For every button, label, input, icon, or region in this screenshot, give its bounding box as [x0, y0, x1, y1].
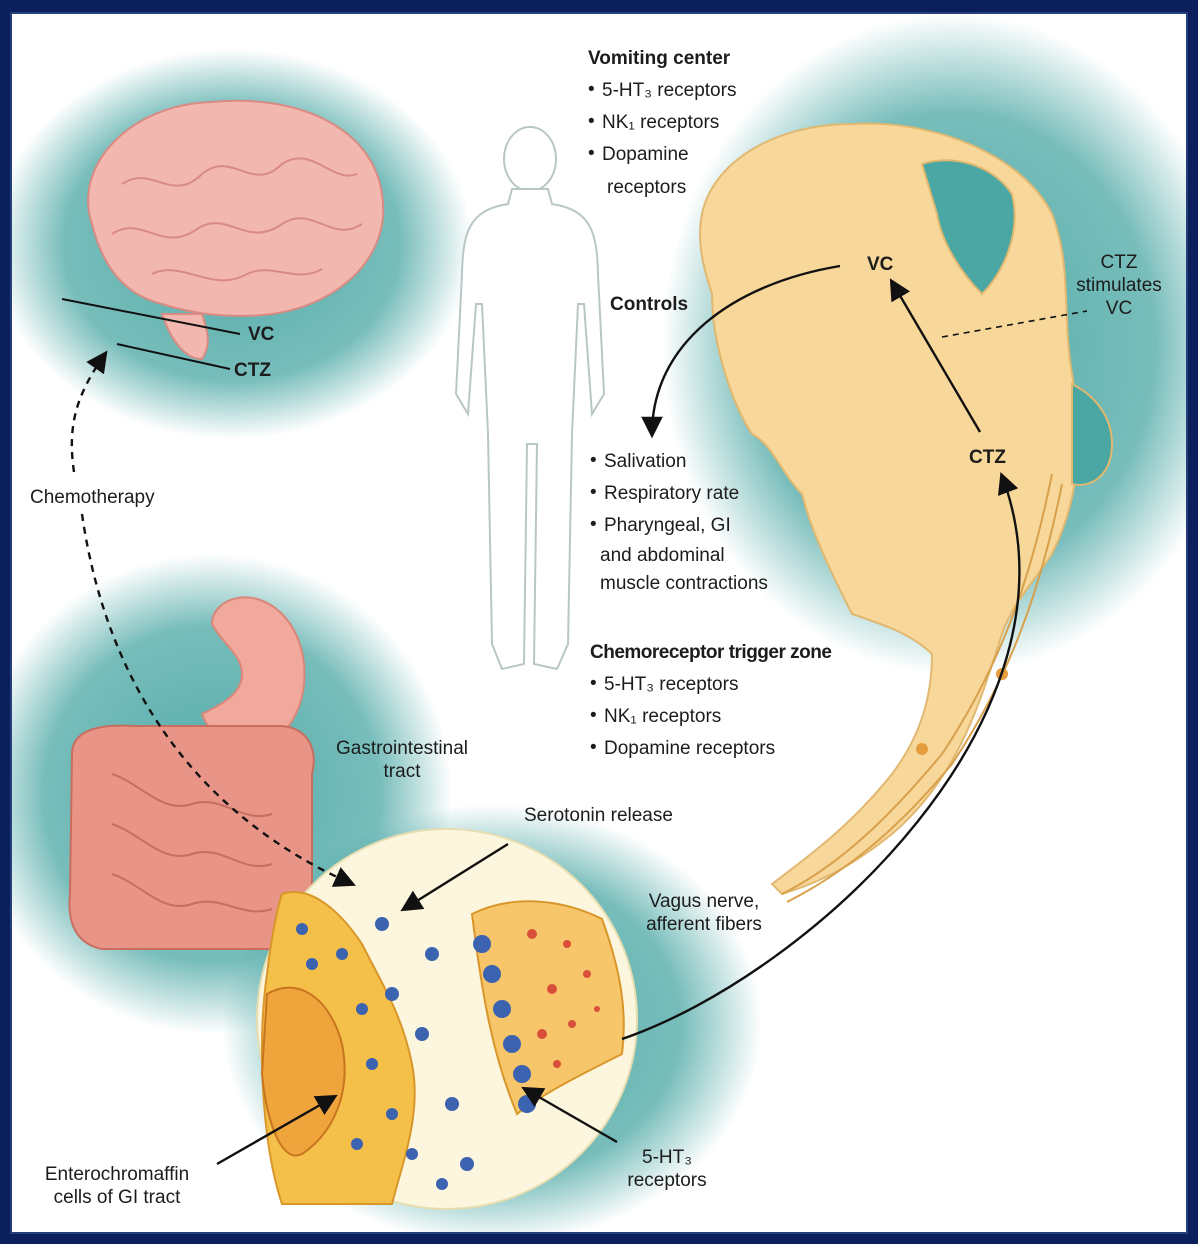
enterochromaffin-line: cells of GI tract — [22, 1187, 212, 1210]
serotonin-release-label: Serotonin release — [524, 805, 673, 828]
enterochromaffin-label: Enterochromaffin cells of GI tract — [22, 1164, 212, 1210]
gi-tract-label: Gastrointestinal tract — [322, 738, 482, 784]
controls-list: Salivation Respiratory rate Pharyngeal, … — [590, 451, 739, 539]
controls-item: Salivation — [590, 451, 739, 473]
chemotherapy-label: Chemotherapy — [30, 487, 155, 510]
cell-magnification — [257, 829, 637, 1209]
brain-ctz-label: CTZ — [234, 360, 271, 383]
gi-tract-line: Gastrointestinal — [322, 738, 482, 761]
controls-item: Pharyngeal, GI — [590, 515, 739, 537]
receptors-5ht3-line: 5-HT₃ — [607, 1147, 727, 1170]
controls-title: Controls — [610, 294, 688, 317]
vomiting-center-list: 5-HT₃ receptors NK₁ receptors Dopamine — [588, 80, 736, 168]
ctz-zone-title: Chemoreceptor trigger zone — [590, 642, 831, 665]
vomiting-center-title: Vomiting center — [588, 48, 730, 71]
vagus-nerve-line: Vagus nerve, — [624, 891, 784, 914]
gi-tract-line: tract — [322, 761, 482, 784]
ctz-stimulates-line: CTZ — [1064, 252, 1174, 275]
human-silhouette — [456, 127, 604, 669]
ctz-zone-item: 5-HT₃ receptors — [590, 674, 775, 696]
brainstem-ctz-label: CTZ — [969, 447, 1006, 470]
diagram-frame: VC CTZ Chemotherapy Vomiting center 5-HT… — [10, 12, 1188, 1234]
brainstem-vc-label: VC — [867, 254, 893, 277]
vomiting-center-item: Dopamine — [588, 144, 736, 166]
vomiting-center-item: 5-HT₃ receptors — [588, 80, 736, 102]
controls-item: Respiratory rate — [590, 483, 739, 505]
vagus-nerve-line: afferent fibers — [624, 914, 784, 937]
vomiting-center-item: NK₁ receptors — [588, 112, 736, 134]
brain-vc-label: VC — [248, 324, 274, 347]
ctz-zone-list: 5-HT₃ receptors NK₁ receptors Dopamine r… — [590, 674, 775, 770]
vagus-nerve-label: Vagus nerve, afferent fibers — [624, 891, 784, 937]
enterochromaffin-line: Enterochromaffin — [22, 1164, 212, 1187]
ctz-stimulates-label: CTZ stimulates VC — [1064, 252, 1174, 320]
controls-item-cont: and abdominal — [600, 545, 725, 568]
controls-item-cont: muscle contractions — [600, 573, 768, 596]
receptors-5ht3-label: 5-HT₃ receptors — [607, 1147, 727, 1193]
diagram-illustration — [12, 14, 1188, 1234]
ctz-zone-item: NK₁ receptors — [590, 706, 775, 728]
ctz-zone-item: Dopamine receptors — [590, 738, 775, 760]
ctz-stimulates-line: stimulates — [1064, 275, 1174, 298]
ctz-stimulates-line: VC — [1064, 298, 1174, 321]
receptors-5ht3-line: receptors — [607, 1170, 727, 1193]
vomiting-center-item-cont: receptors — [607, 177, 686, 200]
